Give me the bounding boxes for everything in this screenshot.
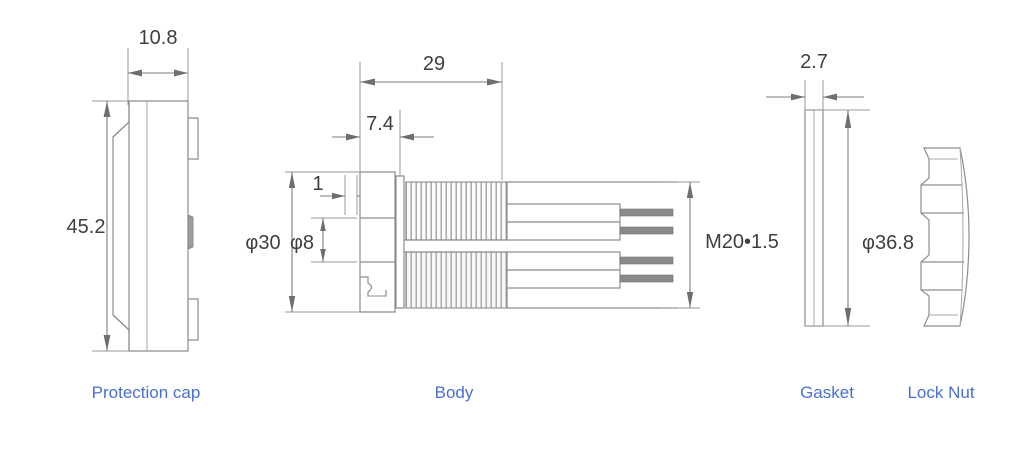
lead-3-pin bbox=[619, 256, 674, 265]
part-protection-cap: 10.8 45.2 Protection cap bbox=[67, 27, 201, 402]
body-rear-block bbox=[359, 171, 396, 313]
body-length-arrow-right bbox=[487, 78, 502, 86]
gasket-dia-arrow-bottom bbox=[844, 308, 852, 326]
dim-bore-diameter: φ8 bbox=[290, 232, 314, 254]
flange-thk-arrow-right bbox=[400, 133, 414, 141]
part-body: 29 7.4 1 φ30 φ8 bbox=[245, 53, 778, 402]
lead-2-pin bbox=[619, 226, 674, 235]
dim-gasket-thickness: 2.7 bbox=[800, 51, 828, 73]
gasket-thk-arrow-right bbox=[823, 93, 837, 101]
lead-4-housing bbox=[506, 269, 621, 289]
flange-thk-arrow-left bbox=[346, 133, 360, 141]
lead-1-pin bbox=[619, 208, 674, 217]
lead-2-housing bbox=[506, 221, 621, 241]
phi8-arrow-bottom bbox=[320, 249, 326, 262]
body-thread-lower bbox=[405, 251, 508, 309]
dim-gasket-diameter: φ36.8 bbox=[862, 232, 914, 254]
label-lock-nut: Lock Nut bbox=[907, 383, 974, 402]
terminal-leads bbox=[506, 203, 674, 289]
dim-cap-height: 45.2 bbox=[67, 216, 106, 238]
lock-nut-profile bbox=[920, 147, 970, 327]
step-arrow-left bbox=[332, 192, 345, 200]
label-body: Body bbox=[435, 383, 474, 402]
body-length-arrow-left bbox=[360, 78, 375, 86]
cap-tab-bottom bbox=[187, 298, 199, 341]
cap-width-arrow-right bbox=[174, 69, 188, 77]
dim-body-length: 29 bbox=[423, 53, 445, 75]
label-gasket: Gasket bbox=[800, 383, 854, 402]
phi8-arrow-top bbox=[320, 218, 326, 231]
dim-flange-diameter: φ30 bbox=[245, 232, 280, 254]
cap-outer-profile bbox=[112, 100, 189, 352]
cap-height-arrow-bottom bbox=[103, 335, 111, 351]
cap-chamfer-bottom bbox=[112, 314, 130, 331]
label-protection-cap: Protection cap bbox=[92, 383, 201, 402]
lead-1-housing bbox=[506, 203, 621, 223]
cap-height-arrow-top bbox=[103, 101, 111, 117]
dim-cap-width: 10.8 bbox=[139, 27, 178, 49]
lead-3-housing bbox=[506, 251, 621, 271]
dim-thread-spec: M20•1.5 bbox=[705, 231, 779, 253]
cap-tab-top bbox=[187, 117, 199, 160]
gasket-dia-arrow-top bbox=[844, 110, 852, 128]
cap-width-arrow-left bbox=[128, 69, 142, 77]
part-gasket: 2.7 φ36.8 Gasket bbox=[766, 51, 914, 402]
lock-nut-outer-arc bbox=[959, 147, 964, 327]
part-lock-nut: Lock Nut bbox=[907, 147, 975, 402]
body-thread-upper bbox=[405, 181, 508, 241]
phi30-arrow-top bbox=[288, 172, 296, 188]
dim-step-width: 1 bbox=[312, 173, 323, 195]
phi30-arrow-bottom bbox=[288, 296, 296, 312]
cap-chamfer-top bbox=[112, 121, 130, 138]
cap-center-nub bbox=[187, 214, 194, 250]
m20-arrow-top bbox=[686, 182, 694, 198]
m20-arrow-bottom bbox=[686, 292, 694, 308]
gasket-thk-arrow-left bbox=[791, 93, 805, 101]
dim-flange-thickness: 7.4 bbox=[366, 113, 394, 135]
body-flange-plate bbox=[395, 175, 405, 309]
lead-4-pin bbox=[619, 274, 674, 283]
body-latch-detail bbox=[360, 276, 387, 297]
